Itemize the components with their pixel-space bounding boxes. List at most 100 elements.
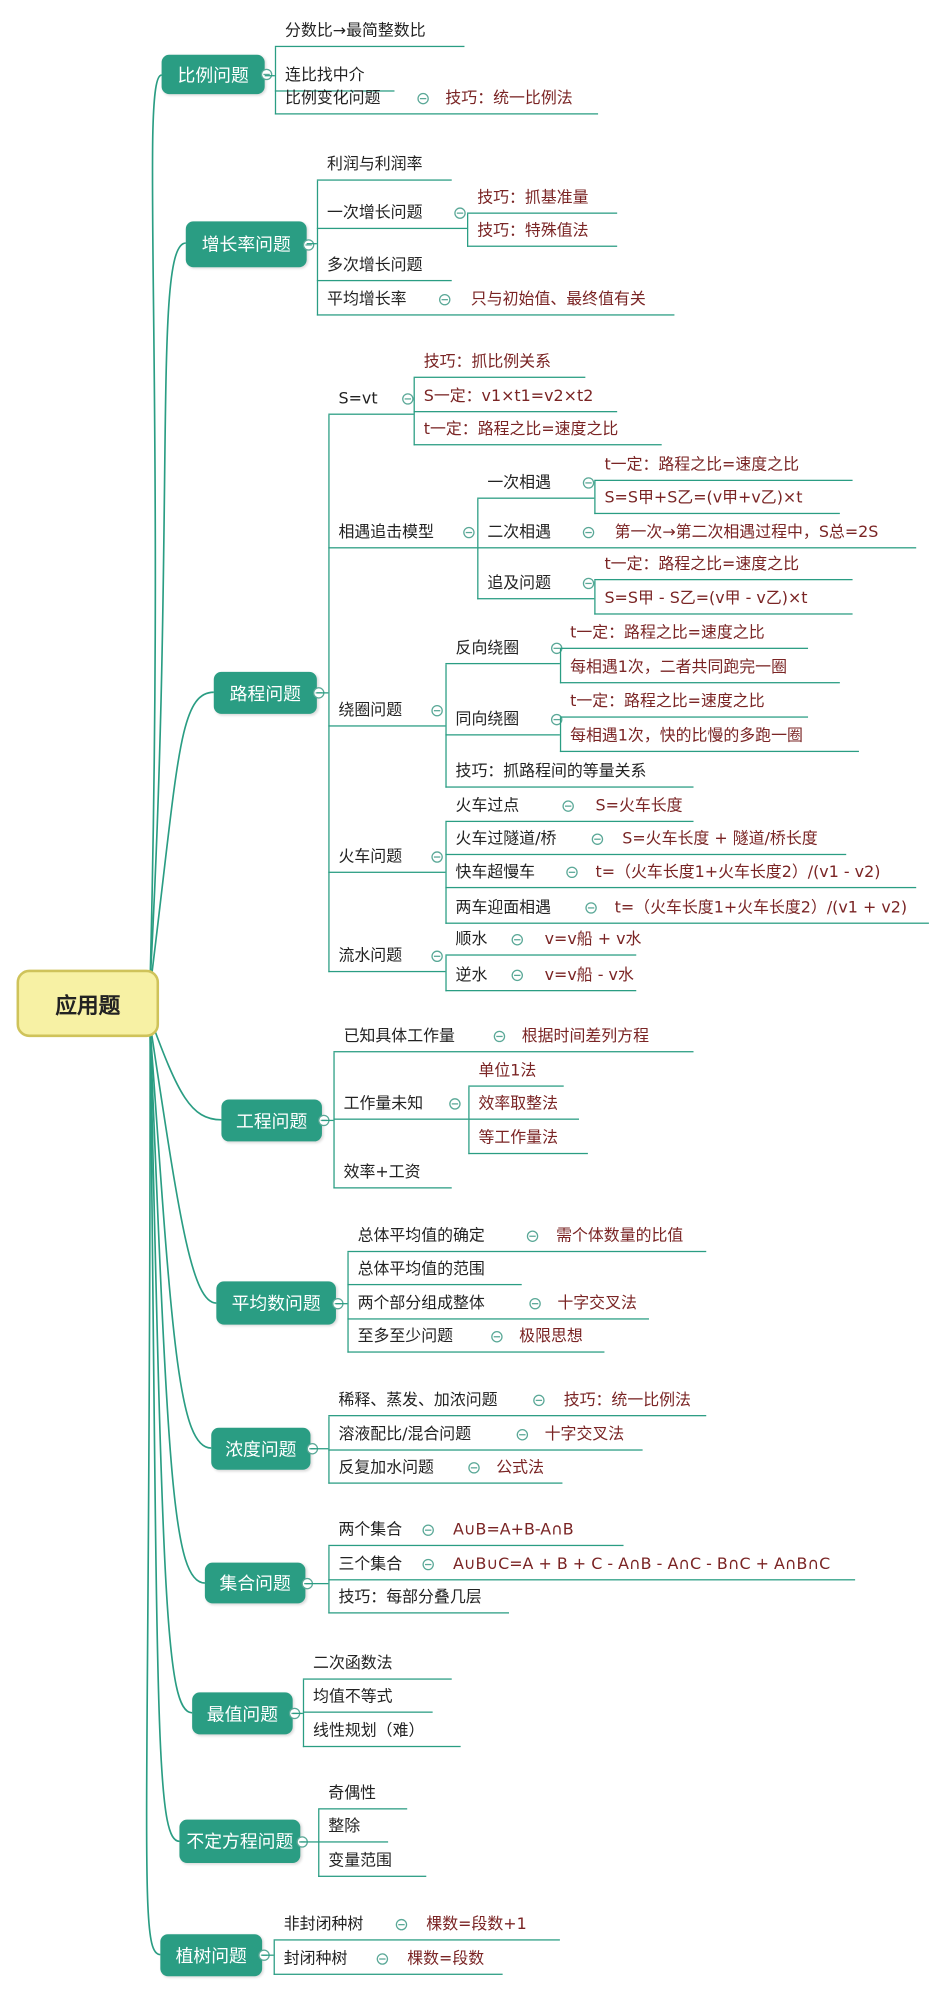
node[interactable]: 奇偶性 [318,1776,408,1810]
collapse-icon[interactable] [395,1918,408,1931]
node[interactable]: 技巧：抓比例关系 [413,345,586,378]
node[interactable]: 二次函数法 [302,1647,452,1680]
node[interactable]: t一定：路程之比=速度之比 [413,412,662,446]
collapse-icon[interactable] [449,1098,461,1110]
node[interactable]: 效率取整法 [468,1087,579,1120]
topic-concentration[interactable]: 浓度问题 [211,1427,319,1470]
topic-average[interactable]: 平均数问题 [216,1281,344,1325]
node[interactable]: 分数比→最简整数比 [274,14,465,48]
node[interactable]: 火车问题 [328,840,446,873]
topic-distance[interactable]: 路程问题 [213,671,325,714]
node[interactable]: 总体平均值的范围 [347,1252,522,1286]
node[interactable]: 等工作量法 [468,1121,588,1155]
node[interactable]: 每相遇1次，二者共同跑完一圈 [559,650,840,684]
node[interactable]: S=S甲 - S乙=(v甲 - v乙)×t [594,582,853,615]
node[interactable]: 连比找中介 [274,59,395,92]
node[interactable]: 工作量未知 [333,1087,469,1120]
collapse-icon[interactable] [529,1297,541,1310]
node[interactable]: 同向绕圈 [445,702,563,736]
collapse-icon[interactable] [582,577,595,590]
collapse-icon[interactable] [422,1558,434,1571]
node[interactable]: 一次相遇 [477,466,595,499]
collapse-icon[interactable] [582,477,595,489]
node[interactable]: 线性规划（难） [302,1714,461,1748]
node[interactable]: t一定：路程之比=速度之比 [594,448,853,482]
collapse-icon[interactable] [493,1030,506,1043]
node[interactable]: t一定：路程之比=速度之比 [594,547,853,581]
node[interactable]: 绕圈问题 [328,694,446,727]
collapse-icon[interactable] [562,800,574,812]
node[interactable]: 流水问题 [328,939,446,973]
collapse-icon[interactable] [402,393,414,405]
node[interactable]: 稀释、蒸发、加浓问题技巧：统一比例法 [328,1383,707,1417]
node[interactable]: 技巧：抓路程间的等量关系 [445,755,694,788]
collapse-icon[interactable] [417,92,429,105]
node[interactable]: 效率+工资 [333,1155,452,1189]
collapse-icon[interactable] [516,1429,529,1441]
node[interactable]: S=vt [328,382,414,415]
node[interactable]: 已知具体工作量根据时间差列方程 [333,1019,694,1053]
node[interactable]: S=S甲+S乙=(v甲+v乙)×t [594,481,840,515]
node[interactable]: 整除 [318,1809,389,1843]
collapse-icon[interactable] [463,526,475,539]
node[interactable]: t一定：路程之比=速度之比 [559,685,809,718]
topic-tree-planting[interactable]: 植树问题 [160,1934,270,1977]
node[interactable]: 平均增长率只与初始值、最终值有关 [316,282,675,316]
node[interactable]: 技巧：抓基准量 [467,181,618,214]
node[interactable]: 追及问题 [477,566,595,600]
collapse-icon[interactable] [302,238,315,251]
collapse-icon[interactable] [376,1953,389,1965]
collapse-icon[interactable] [566,866,578,879]
node[interactable]: 封闭种树棵数=段数 [273,1942,503,1975]
collapse-icon[interactable] [550,713,563,726]
node[interactable]: 溶液配比/混合问题十字交叉法 [328,1418,643,1451]
collapse-icon[interactable] [591,833,604,845]
node[interactable]: 总体平均值的确定需个体数量的比值 [347,1219,707,1253]
node[interactable]: 均值不等式 [302,1680,433,1713]
node[interactable]: t一定：路程之比=速度之比 [559,616,809,649]
collapse-icon[interactable] [431,704,443,717]
collapse-icon[interactable] [511,934,523,946]
collapse-icon[interactable] [422,1524,434,1536]
collapse-icon[interactable] [431,950,443,963]
collapse-icon[interactable] [468,1462,480,1474]
node[interactable]: 一次增长问题 [316,196,468,230]
node[interactable]: 二次相遇第一次→第二次相遇过程中，S总=2S [477,515,917,549]
node[interactable]: 技巧：每部分叠几层 [328,1580,509,1614]
node[interactable]: 变量范围 [318,1844,427,1877]
topic-sets[interactable]: 集合问题 [204,1562,314,1604]
collapse-icon[interactable] [454,207,466,219]
root-topic[interactable]: 应用题 [16,969,160,1038]
node[interactable]: 单位1法 [468,1054,564,1087]
collapse-icon[interactable] [585,902,597,914]
node[interactable]: 两个部分组成整体十字交叉法 [347,1286,649,1320]
node[interactable]: 至多至少问题极限思想 [347,1320,605,1353]
topic-extremum[interactable]: 最值问题 [192,1692,301,1735]
collapse-icon[interactable] [511,969,523,982]
collapse-icon[interactable] [431,851,443,863]
node[interactable]: S一定：v1×t1=v2×t2 [413,379,618,413]
collapse-icon[interactable] [582,526,595,539]
topic-ratio[interactable]: 比例问题 [161,54,273,95]
node[interactable]: 非封闭种树棵数=段数+1 [273,1907,560,1941]
node[interactable]: 多次增长问题 [316,248,452,282]
collapse-icon[interactable] [439,293,451,306]
node[interactable]: 每相遇1次，快的比慢的多跑一圈 [559,719,859,753]
node[interactable]: 反向绕圈 [445,631,563,665]
topic-work[interactable]: 工程问题 [221,1099,330,1142]
node[interactable]: 利润与利润率 [316,148,452,181]
topic-growth[interactable]: 增长率问题 [185,221,315,268]
node[interactable]: 反复加水问题公式法 [328,1451,563,1484]
collapse-icon[interactable] [526,1230,539,1242]
topic-indefinite-equation[interactable]: 不定方程问题 [179,1819,308,1863]
collapse-icon[interactable] [533,1394,545,1407]
collapse-icon[interactable] [491,1331,503,1343]
node[interactable]: 比例变化问题技巧：统一比例法 [274,81,599,115]
